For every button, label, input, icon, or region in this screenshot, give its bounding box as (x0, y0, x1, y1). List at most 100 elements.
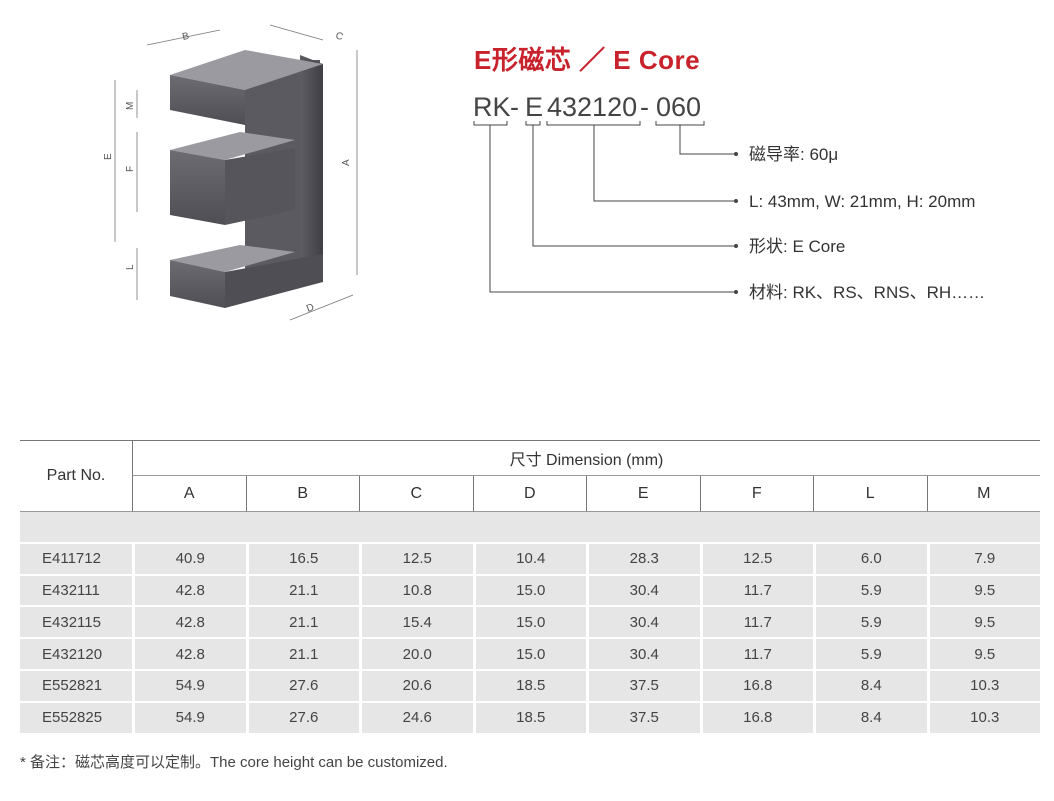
column-header-d: D (472, 476, 586, 512)
desc-size: L: 43mm, W: 21mm, H: 20mm (749, 192, 975, 211)
dimension-cell-l: 6.0 (813, 543, 927, 576)
dimension-cell-l: 8.4 (813, 702, 927, 735)
dim-label-d: D (305, 302, 316, 315)
dimension-cell-l: 8.4 (813, 670, 927, 703)
part-no-header: Part No. (20, 440, 132, 512)
dimension-cell-f: 11.7 (699, 639, 813, 671)
column-header-b: B (245, 476, 359, 512)
dimension-cell-f: 16.8 (699, 702, 813, 735)
part-code-diagram: RK - E 432120 - 060 磁导率: 60μ L: 43mm, W:… (473, 92, 985, 302)
code-dash-2: - (640, 92, 649, 122)
dimension-cell-e: 30.4 (586, 639, 700, 671)
dimension-cell-e: 28.3 (586, 543, 700, 576)
dimension-cell-m: 10.3 (926, 670, 1040, 703)
dimension-cell-a: 40.9 (132, 543, 246, 576)
dimension-cell-d: 18.5 (472, 702, 586, 735)
dimension-cell-l: 5.9 (813, 639, 927, 671)
svg-text:RK - E 432120: RK - E 432120 - 060 (473, 92, 701, 122)
dimension-cell-d: 15.0 (472, 607, 586, 640)
dim-label-a: A (341, 159, 352, 166)
dimension-cell-m: 7.9 (926, 543, 1040, 576)
dimension-cell-e: 37.5 (586, 702, 700, 735)
code-dash-1: - (510, 92, 519, 122)
part-number-cell: E411712 (20, 543, 132, 576)
dimension-cell-f: 11.7 (699, 575, 813, 608)
leader-dot-material (734, 290, 738, 294)
dimension-cell-b: 21.1 (245, 607, 359, 640)
dimension-cell-b: 21.1 (245, 575, 359, 608)
dimension-cell-e: 30.4 (586, 607, 700, 640)
column-header-e: E (586, 476, 700, 512)
leader-dot-size (734, 199, 738, 203)
dimension-cell-a: 42.8 (132, 639, 246, 671)
desc-permeability: 磁导率: 60μ (749, 145, 838, 164)
desc-shape: 形状: E Core (749, 237, 845, 256)
leader-dot-permeability (734, 152, 738, 156)
dimension-cell-f: 12.5 (699, 543, 813, 576)
dimension-cell-f: 16.8 (699, 670, 813, 703)
e-core-illustration: B C A D E M F L (103, 24, 358, 321)
dimension-cell-c: 20.0 (359, 639, 473, 671)
page-title: E形磁芯 ／ E Core (474, 45, 701, 75)
dim-label-b: B (181, 31, 190, 43)
dimension-cell-a: 42.8 (132, 607, 246, 640)
dimension-cell-b: 27.6 (245, 702, 359, 735)
part-number-cell: E432120 (20, 639, 132, 671)
part-number-cell: E552821 (20, 670, 132, 703)
code-material: RK (473, 92, 511, 122)
leader-dot-shape (734, 244, 738, 248)
part-number-cell: E552825 (20, 702, 132, 735)
dimension-cell-l: 5.9 (813, 575, 927, 608)
dimension-cell-m: 9.5 (926, 575, 1040, 608)
dimension-cell-e: 30.4 (586, 575, 700, 608)
column-header-c: C (359, 476, 473, 512)
dimension-cell-c: 12.5 (359, 543, 473, 576)
dimension-group-header: 尺寸 Dimension (mm) (132, 440, 1040, 476)
column-header-l: L (813, 476, 927, 512)
code-shape: E (525, 92, 543, 122)
code-permeability: 060 (656, 92, 701, 122)
dimension-cell-c: 20.6 (359, 670, 473, 703)
dimension-cell-d: 18.5 (472, 670, 586, 703)
dimension-cell-l: 5.9 (813, 607, 927, 640)
part-number-cell: E432111 (20, 575, 132, 608)
dimension-cell-e: 37.5 (586, 670, 700, 703)
dimension-cell-a: 54.9 (132, 670, 246, 703)
dimension-cell-a: 54.9 (132, 702, 246, 735)
dimension-cell-a: 42.8 (132, 575, 246, 608)
dimension-cell-m: 10.3 (926, 702, 1040, 735)
dim-label-f: F (125, 166, 136, 172)
dimension-cell-d: 10.4 (472, 543, 586, 576)
dimension-cell-c: 24.6 (359, 702, 473, 735)
dimension-cell-c: 15.4 (359, 607, 473, 640)
dimension-cell-m: 9.5 (926, 639, 1040, 671)
dimension-cell-b: 16.5 (245, 543, 359, 576)
dimension-cell-d: 15.0 (472, 575, 586, 608)
dim-label-e: E (103, 153, 114, 160)
column-header-a: A (132, 476, 246, 512)
dim-label-c: C (334, 30, 344, 43)
dim-label-m: M (125, 102, 136, 110)
dimension-cell-b: 21.1 (245, 639, 359, 671)
column-header-f: F (699, 476, 813, 512)
dimension-cell-m: 9.5 (926, 607, 1040, 640)
dimension-cell-b: 27.6 (245, 670, 359, 703)
dimension-cell-c: 10.8 (359, 575, 473, 608)
dimension-cell-f: 11.7 (699, 607, 813, 640)
column-header-m: M (926, 476, 1040, 512)
dimension-cell-d: 15.0 (472, 639, 586, 671)
footnote: * 备注：磁芯高度可以定制。The core height can be cus… (20, 754, 448, 771)
dim-label-l: L (125, 264, 136, 270)
part-number-cell: E432115 (20, 607, 132, 640)
code-size: 432120 (547, 92, 637, 122)
desc-material: 材料: RK、RS、RNS、RH…… (749, 283, 985, 302)
